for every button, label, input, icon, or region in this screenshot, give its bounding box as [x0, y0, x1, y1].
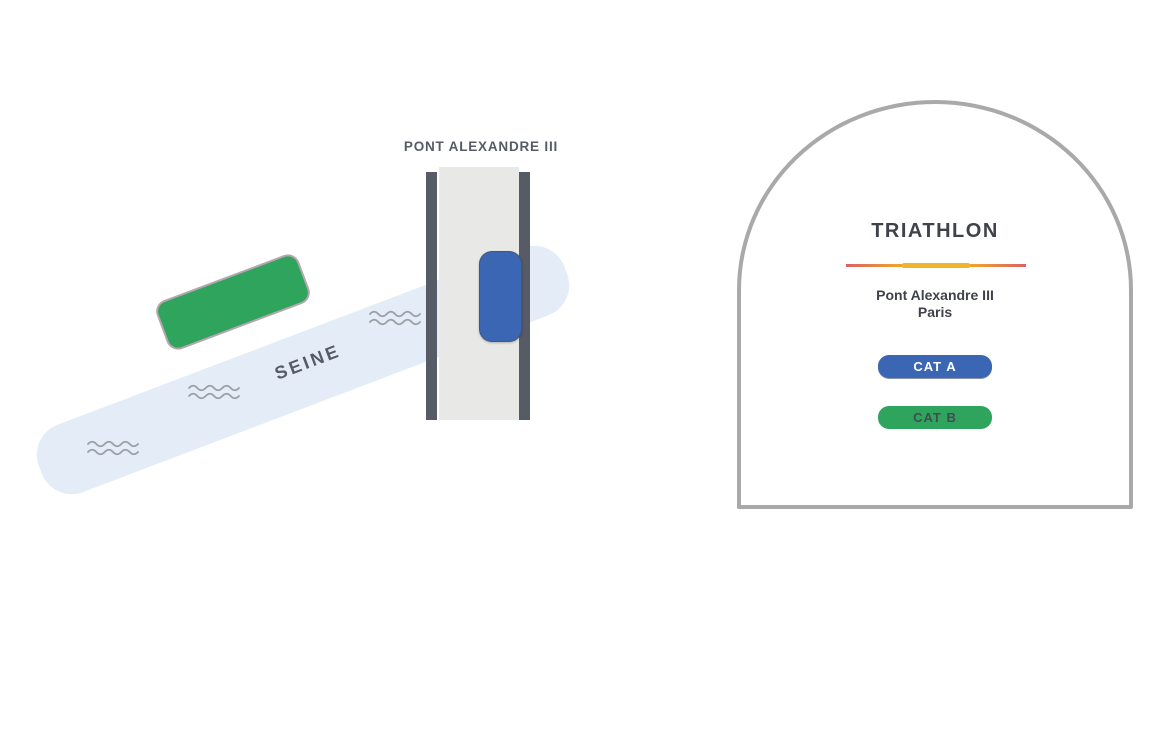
water-wave-icon: [368, 307, 422, 329]
cat-b-button[interactable]: CAT B: [878, 406, 992, 429]
water-wave-icon: [86, 437, 140, 459]
venue-location-line2: Paris: [917, 304, 953, 320]
water-wave-icon: [187, 381, 241, 403]
bridge-name-label: PONT ALEXANDRE III: [403, 139, 559, 154]
venue-info-panel: TRIATHLON Pont Alexandre III Paris CAT A…: [737, 100, 1133, 509]
event-title: TRIATHLON: [871, 220, 999, 242]
venue-location-line1: Pont Alexandre III: [876, 287, 994, 303]
bridge-rail-right: [519, 172, 530, 420]
cat-a-button[interactable]: CAT A: [878, 355, 992, 378]
bridge-rail-left: [426, 172, 437, 420]
gradient-divider-center: [902, 263, 970, 268]
cat-a-seating-zone[interactable]: [479, 251, 522, 342]
venue-location: Pont Alexandre III Paris: [741, 287, 1129, 321]
